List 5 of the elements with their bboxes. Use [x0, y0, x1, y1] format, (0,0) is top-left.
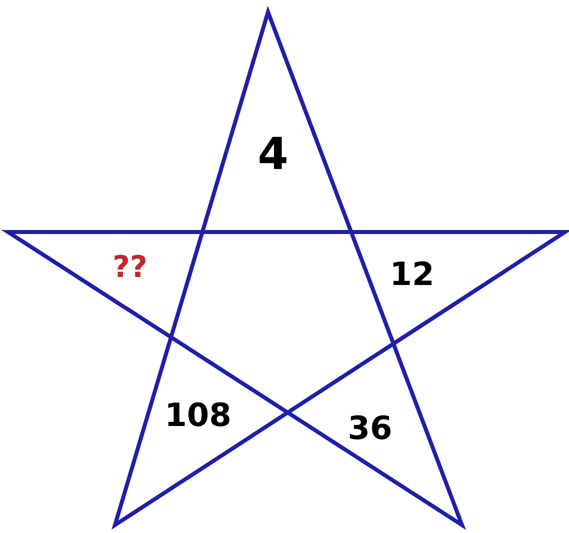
- number-label: 36: [348, 412, 392, 444]
- number-label: ??: [112, 253, 148, 283]
- number-label: 12: [390, 258, 434, 290]
- number-label: 108: [164, 399, 232, 431]
- number-label: 4: [258, 133, 288, 177]
